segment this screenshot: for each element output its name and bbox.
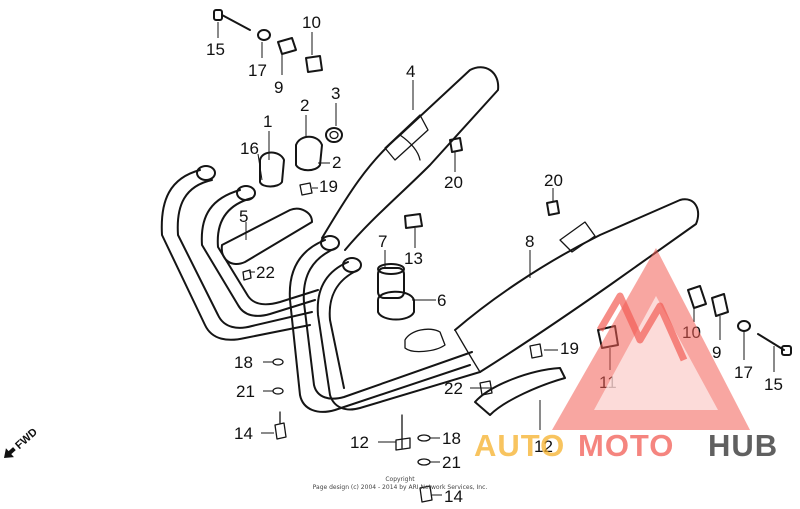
leader-lines — [217, 22, 775, 496]
copyright-line-2: Page design (c) 2004 - 2014 by ARI Netwo… — [313, 484, 488, 491]
callout-1: 1 — [263, 112, 272, 131]
lower-muffler — [454, 198, 700, 373]
nut-20-upper — [449, 137, 463, 153]
callout-20-right: 20 — [544, 171, 563, 190]
right-header-pipes — [288, 235, 481, 413]
callout-7: 7 — [378, 232, 387, 251]
copyright-line-1: Copyright — [385, 476, 415, 483]
callout-22: 22 — [256, 263, 275, 282]
callout-19-right: 19 — [560, 339, 579, 358]
upper-clamps — [259, 127, 343, 188]
callout-9: 9 — [274, 78, 283, 97]
watermark-m-shape-icon — [596, 292, 688, 362]
watermark-triangle-inner-icon — [594, 296, 718, 410]
watermark-text-moto: MOTO — [578, 428, 674, 463]
callout-11: 12 — [534, 437, 553, 456]
forward-direction-indicator: FWD — [4, 426, 40, 458]
watermark-text-hub: HUB — [708, 428, 778, 463]
upper-muffler — [321, 66, 500, 251]
callout-10: 10 — [302, 13, 321, 32]
callout-18-right: 17 — [734, 363, 753, 382]
forward-arrow-icon — [4, 447, 16, 458]
callout-15-right: 15 — [764, 375, 783, 394]
callout-6: 6 — [437, 291, 446, 310]
rubber-mount-upper — [404, 213, 423, 229]
joint-sleeve — [377, 263, 405, 299]
callout-21: 21 — [236, 382, 255, 401]
callout-3: 3 — [331, 84, 340, 103]
misc-fasteners — [242, 182, 566, 503]
automotohub-watermark: AUTO MOTO HUB — [474, 248, 778, 463]
callout-16: 16 — [240, 139, 259, 158]
callout-14-lower: 14 — [444, 487, 463, 506]
callout-8: 8 — [525, 232, 534, 251]
callout-15: 15 — [206, 40, 225, 59]
left-header-pipes — [160, 165, 319, 341]
watermark-text-auto: AUTO — [474, 428, 565, 463]
heat-shield — [220, 207, 313, 265]
callout-18: 17 — [248, 61, 267, 80]
callout-4: 4 — [406, 62, 415, 81]
callout-12: 13 — [404, 249, 423, 268]
callout-21-lower: 21 — [442, 453, 461, 472]
copyright-notice: Copyright Page design (c) 2004 - 2014 by… — [313, 476, 488, 491]
top-left-hardware — [213, 9, 323, 73]
joint-clamp — [377, 290, 415, 321]
callout-17: 18 — [234, 353, 253, 372]
right-hardware — [687, 285, 792, 356]
callout-20: 20 — [444, 173, 463, 192]
exhaust-artwork — [160, 9, 792, 503]
callout-22-right: 22 — [444, 379, 463, 398]
callout-14: 14 — [234, 424, 253, 443]
callout-13: 12 — [350, 433, 369, 452]
callout-5: 5 — [239, 207, 248, 226]
callout-17-lower: 18 — [442, 429, 461, 448]
callout-9-right: 9 — [712, 343, 721, 362]
callout-2-lower: 2 — [332, 153, 341, 172]
callout-19: 19 — [319, 177, 338, 196]
callout-2: 2 — [300, 96, 309, 115]
forward-label: FWD — [13, 426, 40, 452]
nut-20-lower — [546, 200, 560, 216]
